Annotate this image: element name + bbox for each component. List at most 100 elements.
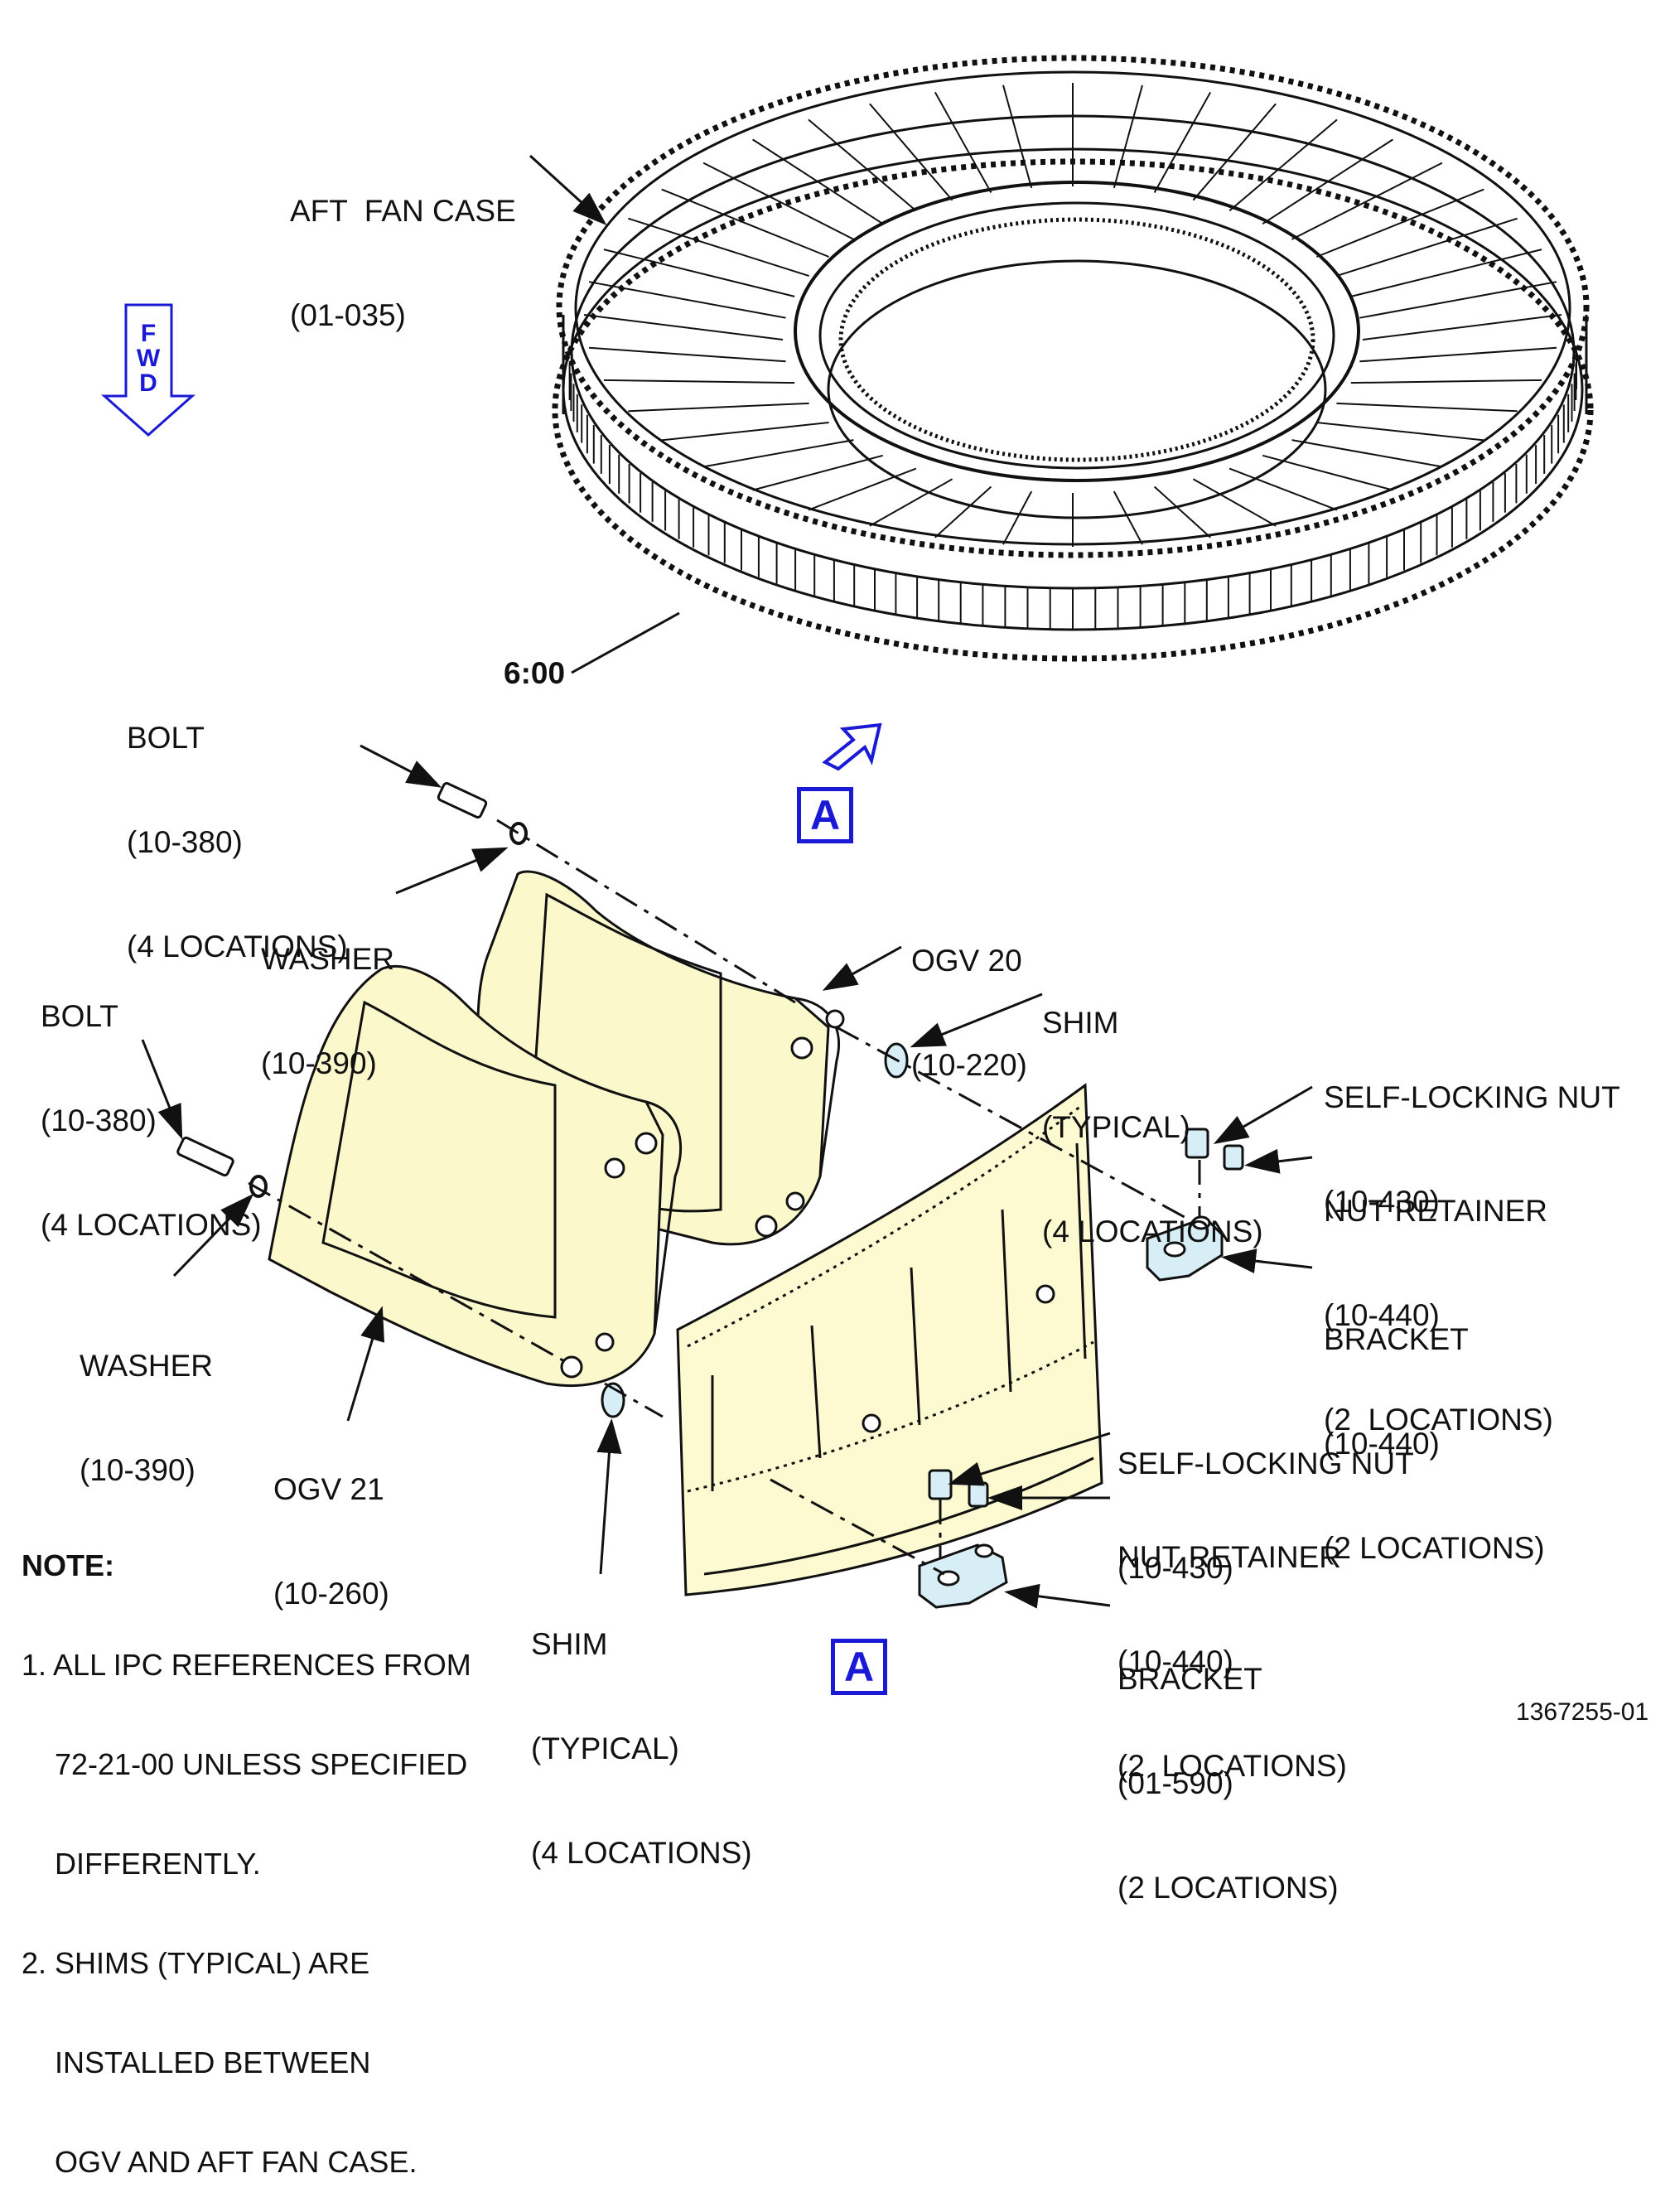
- exploded-assembly-drawing: [101, 55, 1594, 1609]
- label-line: (TYPICAL): [1042, 1110, 1190, 1144]
- vane-edge: [1192, 103, 1277, 201]
- label-line: WASHER: [261, 942, 395, 976]
- fwd-letter-w: W: [136, 345, 161, 372]
- label-line: SHIM: [531, 1627, 608, 1661]
- assembly-center-lines: [248, 819, 1202, 1576]
- label-line: (4 LOCATIONS): [1042, 1215, 1263, 1248]
- bracket-upper-label: BRACKET (10-440) (2 LOCATIONS): [1324, 1253, 1545, 1601]
- vane-edge: [752, 454, 884, 491]
- case-panel-bays: [568, 352, 1577, 630]
- view-a-arrow: [822, 722, 882, 771]
- clock-position-label: 6:00: [504, 656, 566, 690]
- bolt-lower: [176, 1136, 234, 1177]
- bracket-upper: [1146, 1215, 1224, 1282]
- nut-retainer-lower: [968, 1481, 989, 1508]
- label-line: (TYPICAL): [531, 1731, 679, 1765]
- self-locking-nut-lower: [928, 1469, 953, 1500]
- bolt-upper: [437, 782, 488, 819]
- shim-lower-label: SHIM (TYPICAL) (4 LOCATIONS): [531, 1558, 752, 1905]
- vane-edge: [1113, 85, 1143, 189]
- vane-edge: [869, 103, 953, 201]
- vane-edge: [1228, 118, 1338, 212]
- vane-edge: [1002, 490, 1033, 545]
- vane-edge: [1228, 467, 1338, 511]
- label-line: AFT FAN CASE: [290, 194, 516, 228]
- vane-edge: [752, 138, 884, 225]
- vane-edge: [1362, 314, 1562, 340]
- label-line: SELF-LOCKING NUT: [1324, 1080, 1620, 1114]
- label-line: (10-390): [261, 1046, 377, 1080]
- vane-edge: [934, 485, 992, 539]
- vane-edge: [1359, 346, 1557, 363]
- vane-edge: [661, 422, 829, 442]
- vane-edge: [1262, 454, 1393, 491]
- label-line: BOLT: [41, 999, 118, 1033]
- label-line: WASHER: [80, 1349, 214, 1383]
- vane-edge: [934, 91, 992, 193]
- vane-edge: [869, 478, 953, 527]
- bracket-lower: [918, 1543, 1008, 1609]
- vane-edge: [661, 188, 829, 258]
- nut-retainer-upper-label: NUT RETAINER (10-440) (2 LOCATIONS): [1324, 1124, 1553, 1472]
- vane-edge: [702, 439, 854, 468]
- vane-edge: [808, 118, 917, 212]
- vane-edge: [1350, 379, 1542, 384]
- aft-fan-case-label: AFT FAN CASE (01-035): [290, 124, 516, 368]
- vane-edge: [1153, 485, 1211, 539]
- label-line: (01-035): [290, 298, 406, 332]
- label-line: BOLT: [127, 721, 205, 755]
- vane-edge: [588, 346, 786, 363]
- label-line: (2 LOCATIONS): [1117, 1871, 1339, 1905]
- label-line: OGV 21: [273, 1472, 384, 1506]
- note-line: DIFFERENTLY.: [22, 1847, 261, 1881]
- label-line: (10-260): [273, 1577, 389, 1611]
- label-line: (2 LOCATIONS): [1324, 1531, 1545, 1565]
- label-line: SELF-LOCKING NUT: [1117, 1446, 1414, 1480]
- vane-edge: [1002, 85, 1033, 189]
- callout-leaders: [141, 744, 1313, 1609]
- view-a-marker-upper: A: [797, 787, 853, 843]
- vane-edge: [1336, 217, 1518, 278]
- vane-edge: [1336, 402, 1518, 413]
- outlet-guide-vanes: [583, 83, 1562, 547]
- note-line: 2. SHIMS (TYPICAL) ARE: [22, 1946, 370, 1980]
- vane-edge: [1316, 422, 1484, 442]
- washer-upper-label: WASHER (10-390): [261, 872, 394, 1116]
- vane-edge: [1291, 162, 1443, 240]
- label-line: (10-390): [80, 1453, 195, 1487]
- label-line: (10-220): [911, 1048, 1027, 1082]
- note-line: INSTALLED BETWEEN: [22, 2045, 371, 2079]
- label-line: (4 LOCATIONS): [531, 1836, 752, 1870]
- aft-fan-case-leader: [529, 154, 607, 226]
- label-line: BRACKET: [1117, 1662, 1262, 1696]
- view-a-marker-lower: A: [831, 1639, 887, 1695]
- ogv-21-label: OGV 21 (10-260): [273, 1403, 389, 1646]
- self-locking-nut-lower-label: SELF-LOCKING NUT (10-430): [1117, 1377, 1414, 1620]
- label-line: OGV 20: [911, 944, 1022, 978]
- vane-edge: [1359, 281, 1557, 319]
- label-line: (10-440): [1117, 1645, 1233, 1678]
- note-line: 72-21-00 UNLESS SPECIFIED: [22, 1747, 468, 1781]
- vane-edge: [627, 217, 809, 278]
- washer-lower-label: WASHER (10-390): [80, 1279, 213, 1523]
- label-line: (01-590): [1117, 1766, 1233, 1800]
- label-line: (10-430): [1324, 1185, 1440, 1219]
- vane-edge: [1350, 249, 1542, 297]
- clock-position-leader: [571, 611, 680, 674]
- label-line: BRACKET: [1324, 1322, 1469, 1356]
- label-line: (10-440): [1324, 1427, 1440, 1461]
- ogv-20-label: OGV 20 (10-220): [911, 874, 1027, 1118]
- label-line: (10-440): [1324, 1298, 1440, 1332]
- label-line: NUT RETAINER: [1324, 1194, 1547, 1228]
- vane-edge: [1113, 490, 1143, 545]
- fwd-letter-f: F: [140, 320, 157, 347]
- vane-edge: [702, 162, 854, 240]
- vane-edge: [1316, 188, 1484, 258]
- label-line: SHIM: [1042, 1006, 1119, 1040]
- self-locking-nut-upper: [1185, 1128, 1209, 1159]
- bolt-upper-label: BOLT (10-380) (4 LOCATIONS): [127, 651, 348, 999]
- vane-edge: [1291, 439, 1443, 468]
- fwd-arrow: [101, 303, 195, 437]
- bracket-lower-label: BRACKET (01-590) (2 LOCATIONS): [1117, 1592, 1339, 1940]
- fwd-letter-d: D: [139, 369, 157, 397]
